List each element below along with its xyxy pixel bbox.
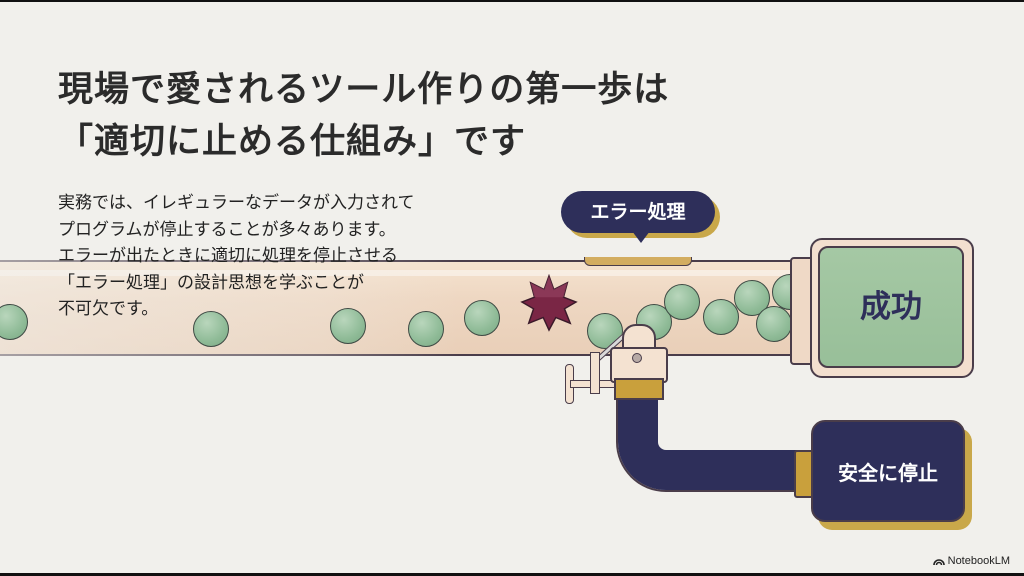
body-line: 不可欠です。 <box>58 299 159 319</box>
title-line-2: 「適切に止める仕組み」です <box>58 122 527 162</box>
success-box: 成功 <box>818 246 964 368</box>
brand-watermark: NotebookLM <box>932 555 1010 567</box>
body-line: プログラムが停止することが多々あります。 <box>58 219 396 240</box>
data-ball <box>193 311 229 347</box>
error-gate <box>584 257 692 266</box>
valve-post <box>590 352 600 394</box>
body-line: エラーが出たときに適切に処理を停止させる <box>58 246 398 266</box>
data-ball <box>756 306 792 342</box>
data-ball <box>703 299 739 335</box>
data-ball <box>408 311 444 347</box>
error-star-icon <box>520 274 578 332</box>
data-ball <box>664 284 700 320</box>
valve-pivot <box>632 353 642 363</box>
error-handling-bubble: エラー処理 <box>561 191 715 233</box>
drain-pipe <box>618 392 818 490</box>
data-ball <box>464 300 500 336</box>
body-text: 実務では、イレギュラーなデータが入力されて プログラムが停止することが多々ありま… <box>58 190 415 323</box>
data-ball <box>0 304 28 340</box>
data-ball <box>330 308 366 344</box>
body-line: 「エラー処理」の設計思想を学ぶことが <box>58 272 364 293</box>
drain-pipe-outline <box>616 392 820 492</box>
title-line-1: 現場で愛されるツール作りの第一歩は <box>58 70 670 110</box>
page-title: 現場で愛されるツール作りの第一歩は 「適切に止める仕組み」です <box>58 64 669 168</box>
notebooklm-logo-icon <box>932 558 945 565</box>
body-line: 実務では、イレギュラーなデータが入力されて <box>58 193 415 213</box>
brand-label: NotebookLM <box>947 555 1010 567</box>
pipe-fade <box>0 260 460 360</box>
bubble-tail <box>632 231 650 243</box>
safe-stop-box: 安全に停止 <box>811 420 965 522</box>
valve-ring <box>614 378 664 400</box>
